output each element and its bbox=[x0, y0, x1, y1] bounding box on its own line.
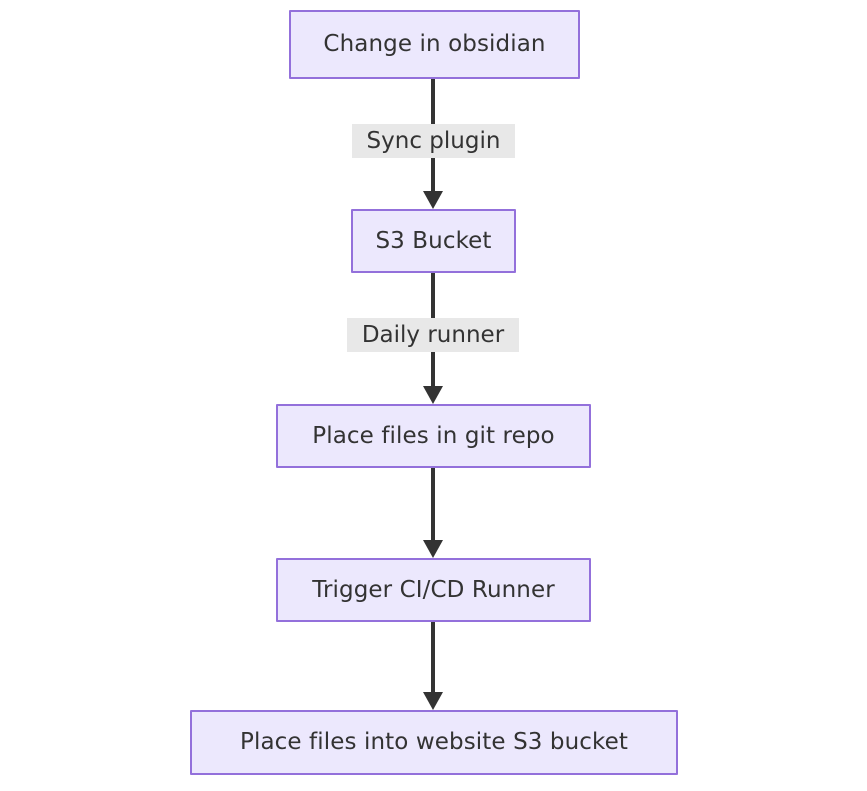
edge-arrowhead-icon bbox=[423, 692, 443, 710]
flowchart-node-label: Place files in git repo bbox=[312, 422, 555, 449]
flowchart-node-label: S3 Bucket bbox=[375, 227, 492, 254]
flowchart-node-label: Change in obsidian bbox=[323, 31, 546, 57]
edge-arrowhead-icon bbox=[423, 191, 443, 209]
flowchart-node-n4[interactable]: Trigger CI/CD Runner bbox=[276, 558, 591, 622]
flowchart-node-label: Trigger CI/CD Runner bbox=[312, 576, 555, 603]
flowchart-node-n3[interactable]: Place files in git repo bbox=[276, 404, 591, 468]
edge-label-n1-to-n2: Sync plugin bbox=[352, 124, 515, 158]
edge-arrowhead-icon bbox=[423, 540, 443, 558]
flowchart-node-label: Place files into website S3 bucket bbox=[240, 729, 628, 755]
edge-arrowhead-icon bbox=[423, 386, 443, 404]
edge-label-n2-to-n3: Daily runner bbox=[347, 318, 519, 352]
flowchart-node-n2[interactable]: S3 Bucket bbox=[351, 209, 516, 273]
flowchart-node-n1[interactable]: Change in obsidian bbox=[289, 10, 580, 79]
flowchart-node-n5[interactable]: Place files into website S3 bucket bbox=[190, 710, 678, 775]
